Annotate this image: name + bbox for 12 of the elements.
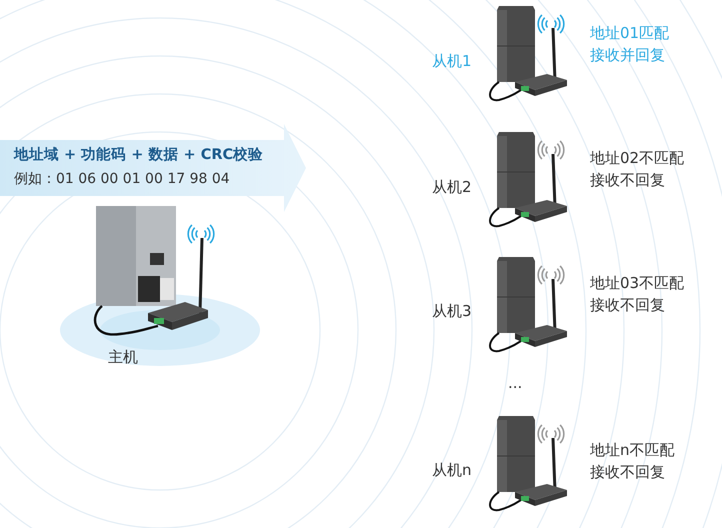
device-label: 从机1 (432, 51, 472, 72)
status-text: 地址02不匹配接收不回复 (590, 148, 686, 191)
device-label: 从机3 (432, 301, 472, 322)
status-text: 地址03不匹配接收不回复 (590, 273, 686, 316)
example-frame-text: 例如：01 06 00 01 00 17 98 04 (14, 170, 230, 189)
device-label: 从机2 (432, 177, 472, 198)
status-text: 地址01匹配接收并回复 (590, 23, 670, 66)
status-text: 地址n不匹配接收不回复 (590, 440, 676, 483)
frame-format-text: 地址域 + 功能码 + 数据 + CRC校验 (14, 146, 264, 165)
ellipsis-text: ... (508, 373, 522, 394)
device-label: 从机n (432, 460, 472, 481)
device-label: 主机 (108, 347, 138, 368)
